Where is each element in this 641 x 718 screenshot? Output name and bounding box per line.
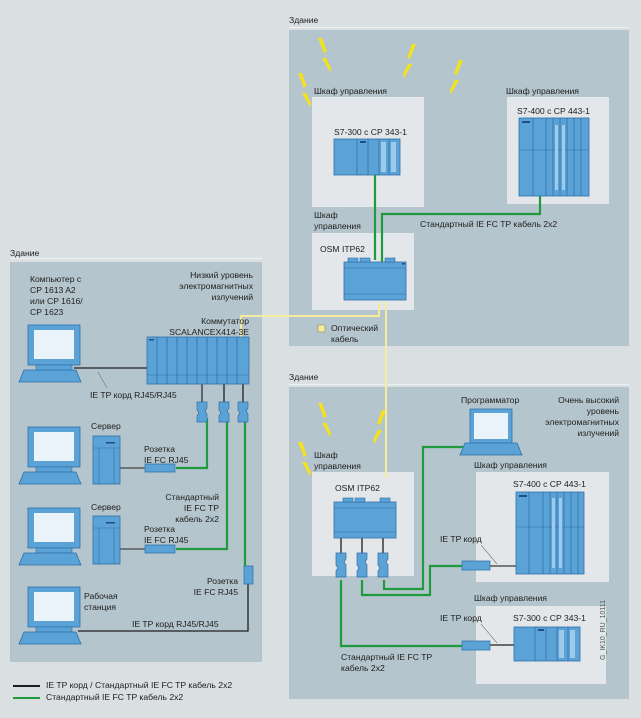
lightning-icon [450, 60, 463, 94]
computer-icon [18, 324, 82, 383]
top-building-separator [289, 27, 629, 28]
legend-swatch-green [13, 697, 40, 699]
rj45-socket-icon [196, 401, 208, 423]
cord-label: IE TP корд RJ45/RJ45 [132, 619, 219, 629]
lightning-icon [403, 44, 416, 78]
optical-legend-label: Оптический кабель [331, 323, 378, 344]
cable-label: Стандартный IE FC TP кабель 2x2 [420, 219, 558, 229]
green-cable [339, 580, 462, 648]
figure-id: G_IK10_RU_10111 [600, 599, 607, 660]
cabinet-title: Шкаф управления [506, 86, 579, 96]
lightning-icon [318, 403, 331, 437]
programmer-laptop-icon [459, 408, 523, 456]
green-cable [176, 418, 229, 551]
cabinet-title: Шкаф управления [474, 460, 547, 470]
lightning-icon [373, 410, 386, 444]
programmer-label: Программатор [461, 395, 520, 405]
computer-label: Компьютер с CP 1613 A2 или CP 1616/ CP 1… [30, 274, 83, 317]
computer-icon [18, 507, 82, 566]
lightning-icon [298, 73, 311, 107]
s7-300-plc-icon [333, 138, 401, 176]
scalance-switch-icon [146, 336, 250, 385]
server-label: Сервер [91, 502, 121, 512]
cord-label: IE TP корд [440, 534, 482, 544]
emi-level-label: Низкий уровень электромагнитных излучени… [179, 270, 253, 302]
emi-level-label: Очень высокий уровень электромагнитных и… [545, 395, 619, 438]
device-label: S7-400 с CP 443-1 [517, 106, 590, 116]
legend-label: Стандартный IE FC TP кабель 2x2 [46, 692, 184, 702]
socket-label: Розетка IE FC RJ45 [193, 576, 238, 597]
rj45-socket-icon [237, 401, 249, 423]
green-cable [380, 196, 542, 262]
workstation-label: Рабочая станция [84, 591, 118, 612]
green-cable [176, 418, 209, 470]
cabinet-title: Шкаф управления [474, 593, 547, 603]
cabinet-title: Шкаф управления [314, 86, 387, 96]
rj45-socket-icon [356, 552, 368, 578]
rj45-socket-icon [218, 401, 230, 423]
building-title: Здание [289, 372, 319, 382]
bottom-building-separator [289, 384, 629, 385]
rj45-socket-icon [144, 463, 176, 473]
optical-legend-swatch [317, 324, 326, 333]
legend-swatch-black [13, 685, 40, 687]
cord-label: IE TP корд RJ45/RJ45 [90, 390, 177, 400]
std-cable-label: Стандартный IE FC TP кабель 2x2 [165, 492, 219, 524]
s7-400-plc-icon [515, 491, 585, 575]
building-title: Здание [10, 248, 40, 258]
computer-icon [18, 426, 82, 485]
socket-label: Розетка IE FC RJ45 [144, 444, 189, 465]
green-cable [360, 564, 462, 597]
device-label: S7-400 с CP 443-1 [513, 479, 586, 489]
lightning-icon [318, 38, 331, 72]
switch-label: Коммутатор SCALANCEX414-3E [169, 316, 249, 337]
device-label: S7-300 с CP 343-1 [334, 127, 407, 137]
optical-cable [240, 302, 380, 344]
black-cord [78, 584, 249, 632]
rj45-socket-icon [461, 560, 491, 571]
server-icon [92, 435, 121, 485]
rj45-socket-icon [335, 552, 347, 578]
legend-label: IE TP корд / Стандартный IE FC TP кабель… [46, 680, 233, 690]
std-cable-label: Стандартный IE FC TP кабель 2x2 [341, 652, 433, 673]
rj45-socket-icon [461, 640, 491, 651]
server-icon [92, 515, 121, 565]
green-cable [382, 445, 465, 591]
osm-itp62-switch-icon [333, 497, 397, 539]
socket-label: Розетка IE FC RJ45 [144, 524, 189, 545]
s7-300-plc-icon [513, 626, 581, 662]
device-label: OSM ITP62 [335, 483, 380, 493]
device-label: OSM ITP62 [320, 244, 365, 254]
osm-itp62-switch-icon [343, 257, 407, 301]
device-label: S7-300 с CP 343-1 [513, 613, 586, 623]
lightning-icon [298, 442, 311, 476]
s7-400-plc-icon [518, 117, 590, 197]
building-title: Здание [289, 15, 319, 25]
rj45-socket-icon [144, 544, 176, 554]
label-leader [97, 371, 108, 389]
cord-label: IE TP корд [440, 613, 482, 623]
cabinet-title: Шкаф управления [314, 210, 361, 231]
left-building-separator [10, 258, 262, 259]
rj45-socket-icon [243, 565, 254, 585]
server-label: Сервер [91, 421, 121, 431]
label-leader [480, 544, 498, 565]
label-leader [480, 623, 498, 644]
computer-icon [18, 586, 82, 645]
cabinet-title: Шкаф управления [314, 450, 361, 471]
rj45-socket-icon [377, 552, 389, 578]
